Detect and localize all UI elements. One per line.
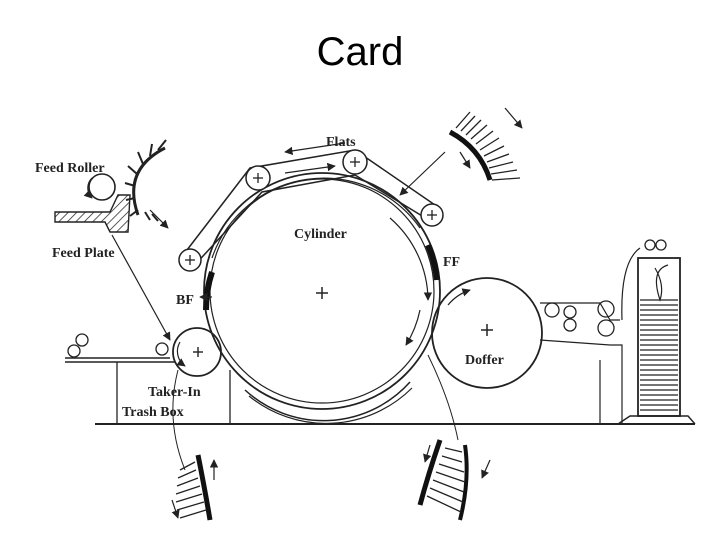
doffer bbox=[431, 277, 543, 389]
doffer-group bbox=[431, 277, 543, 389]
taker-in-wire-detail bbox=[171, 369, 219, 521]
flats-belt-inner bbox=[191, 174, 433, 269]
coiler-sliver bbox=[640, 299, 678, 411]
bf-bar bbox=[202, 271, 215, 311]
feed-roller-wire bbox=[132, 146, 166, 216]
label-feed-plate: Feed Plate bbox=[52, 246, 115, 261]
label-ff: FF bbox=[443, 255, 460, 270]
label-flats: Flats bbox=[326, 135, 356, 150]
feed-assembly bbox=[54, 139, 171, 341]
label-doffer: Doffer bbox=[465, 353, 504, 368]
feed-plate bbox=[54, 194, 131, 233]
label-cylinder: Cylinder bbox=[294, 227, 347, 242]
coiler-can bbox=[637, 257, 681, 417]
doffer-wire-detail bbox=[417, 354, 491, 521]
coiler-assembly bbox=[539, 239, 696, 425]
flats-group bbox=[178, 142, 444, 272]
feed-roller bbox=[88, 173, 116, 201]
taker-in bbox=[172, 327, 222, 377]
lap-feed bbox=[65, 333, 231, 424]
ff-bar bbox=[425, 243, 440, 281]
slide-title: Card bbox=[316, 30, 404, 74]
label-bf: BF bbox=[176, 293, 194, 308]
label-taker-in: Taker-In bbox=[148, 385, 201, 400]
label-trash-box: Trash Box bbox=[122, 405, 184, 420]
cylinder-center-plus bbox=[316, 287, 328, 299]
taker-in-group bbox=[172, 327, 222, 377]
flats-wire-detail bbox=[399, 107, 523, 196]
flats-belt-outer bbox=[186, 149, 436, 251]
cylinder-under-casing bbox=[244, 381, 411, 422]
cylinder-outer bbox=[203, 172, 441, 410]
label-feed-roller: Feed Roller bbox=[35, 161, 105, 176]
